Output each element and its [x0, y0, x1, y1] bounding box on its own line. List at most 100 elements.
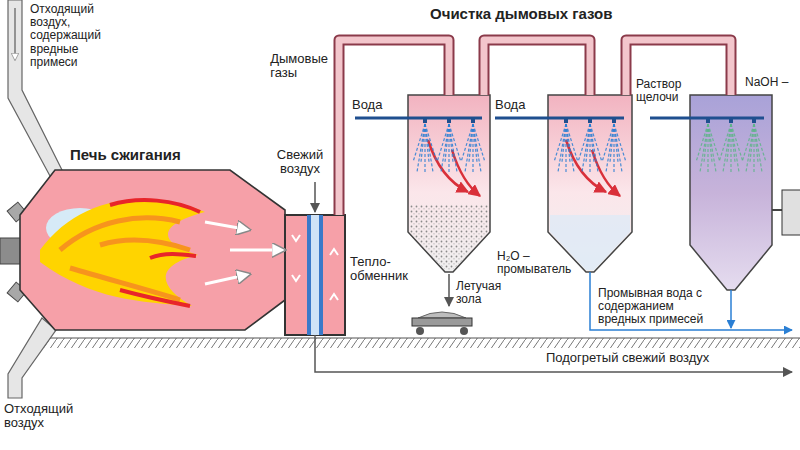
spray-jet: [708, 124, 716, 172]
furnace: Печь сжигания: [55, 170, 230, 330]
spray-nozzle: [564, 118, 568, 123]
ash-heap: [418, 312, 466, 318]
node-text: Раствор щелочи: [636, 78, 681, 104]
scrubber: Вода: [408, 95, 490, 232]
spray-jet: [614, 124, 622, 172]
ash-arrow: [448, 274, 450, 306]
scrubber-vessel: [408, 95, 490, 272]
node-text: NaOH –: [745, 76, 788, 89]
ground-hatch: [40, 338, 800, 348]
spray-jet: [441, 124, 449, 172]
spray-nozzle: [471, 118, 475, 123]
next-apparatus: [782, 190, 800, 235]
pipe-wall: [339, 40, 449, 215]
spray-jet: [558, 124, 566, 172]
air-inlet-pipe: [8, 318, 56, 398]
spray-jet: [566, 124, 574, 172]
spray-jet: [754, 124, 766, 162]
spray-jet: [754, 124, 762, 172]
spray-nozzle: [423, 118, 427, 123]
spray-jet: [731, 124, 743, 162]
spray-jet: [449, 124, 461, 162]
cart-wheel: [416, 327, 424, 335]
pipe-wall: [484, 40, 590, 95]
ground-line: [40, 337, 800, 338]
pipe-core: [339, 40, 449, 215]
text-label: Отходящий воздух, содержащий вредные при…: [30, 3, 101, 69]
wash-water-line: [730, 290, 732, 328]
text-label: Промывная вода с содержанием вредных при…: [598, 287, 722, 327]
gas-arrow: [452, 150, 480, 196]
spray-jet: [461, 124, 473, 162]
text-label: Подогретый свежий воздух: [545, 351, 710, 365]
spray-jet: [742, 124, 754, 162]
ash-fill: [410, 205, 488, 270]
spray-nozzle: [612, 118, 616, 123]
ash-cart: [412, 318, 472, 326]
spray-jet: [425, 124, 437, 162]
spray-jet: [602, 124, 614, 162]
spray-jet: [473, 124, 481, 172]
water-fill: [550, 215, 630, 270]
hot-air-line: [315, 335, 792, 372]
spray-jet: [696, 124, 708, 162]
node-text: Вода: [495, 98, 525, 112]
spray-nozzle: [706, 118, 710, 123]
edge-label: Дымовые газы: [269, 52, 329, 81]
flame: [60, 218, 190, 300]
spray-nozzle: [588, 118, 592, 123]
pipe-core: [484, 40, 590, 95]
spray-jet: [437, 124, 449, 162]
spray-jet: [606, 124, 614, 172]
diagram-title: Очистка дымовых газов: [430, 6, 612, 23]
flow-arrow: [14, 8, 16, 60]
gas-flow-arrow: [230, 250, 285, 251]
spray-group: [355, 118, 766, 172]
flue-gas-pipe: [484, 40, 590, 95]
gas-arrow: [566, 140, 606, 192]
node-text: Вода: [352, 98, 382, 112]
flame: [40, 199, 205, 306]
scrubber-vessel: [548, 95, 632, 272]
spray-jet: [578, 124, 590, 162]
flue-gas-pipe: [339, 40, 449, 215]
flow-arrow: [205, 274, 250, 284]
scrubber: ВодаH₂O – промыватель: [548, 95, 632, 232]
flow-arrow: [205, 222, 250, 230]
spray-jet: [708, 124, 720, 162]
spray-jet: [554, 124, 566, 162]
spray-jet: [590, 124, 598, 172]
air-tube: [307, 215, 323, 335]
spray-jet: [700, 124, 708, 172]
node-text: H₂O – промыватель: [497, 250, 581, 276]
spray-jet: [425, 124, 433, 172]
gas-arrow: [592, 150, 620, 196]
scrubber: Раствор щелочиNaOH –: [690, 95, 772, 245]
exchanger-body: [285, 215, 345, 335]
spray-jet: [582, 124, 590, 172]
spray-nozzle: [447, 118, 451, 123]
air-tube: [311, 215, 319, 335]
fresh-air-arrow: [314, 182, 316, 212]
spray-jet: [417, 124, 425, 172]
node-text: Печь сжигания: [70, 147, 181, 164]
connector-line: [230, 249, 285, 252]
flow-chevrons: [292, 235, 338, 300]
spray-jet: [413, 124, 425, 162]
spray-nozzle: [752, 118, 756, 123]
text-label: Свежий воздух: [268, 148, 332, 177]
spray-jet: [731, 124, 739, 172]
spray-jet: [465, 124, 473, 172]
outlet-pipe: [772, 209, 782, 211]
spray-jet: [746, 124, 754, 172]
text-label: Летучая зола: [456, 280, 501, 306]
spray-jet: [566, 124, 578, 162]
spray-jet: [590, 124, 602, 162]
spray-jet: [449, 124, 457, 172]
spray-pipe: [355, 117, 482, 120]
node-text: Тепло- обменник: [350, 255, 408, 284]
burner: [0, 238, 22, 264]
wash-water-line: [590, 272, 792, 330]
